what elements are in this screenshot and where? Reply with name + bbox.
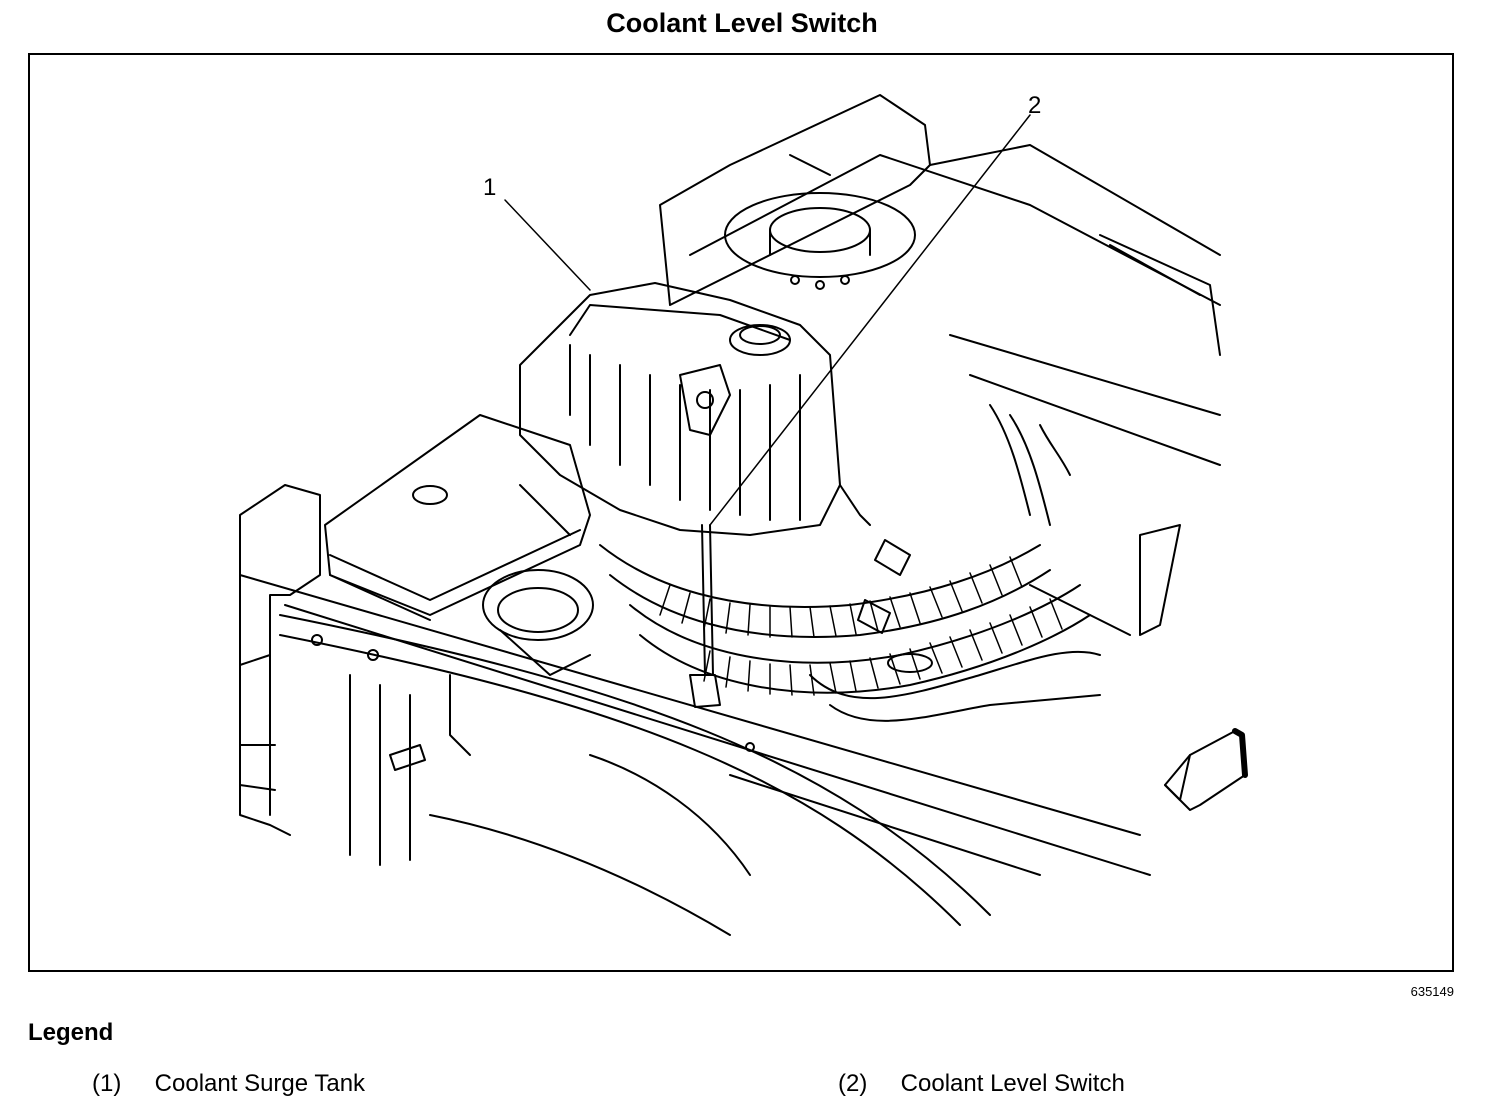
hose-clamps <box>857 539 911 634</box>
round-duct <box>724 192 916 290</box>
legend-item: (1) Coolant Surge Tank <box>92 1070 365 1098</box>
air-intake-opening <box>482 569 594 676</box>
coolant-hoses <box>599 404 1091 694</box>
legend-item-label: Coolant Surge Tank <box>154 1070 366 1097</box>
legend-item-number: (1) <box>92 1070 122 1097</box>
callout-1: 1 <box>483 174 496 201</box>
fuse-box <box>324 414 591 621</box>
forward-direction-arrow-icon <box>1164 728 1248 811</box>
figure-id: 635149 <box>1410 984 1454 999</box>
callout-leaders <box>504 114 1031 526</box>
legend-heading: Legend <box>28 1019 114 1046</box>
coolant-surge-tank <box>519 282 871 536</box>
legend-item-label: Coolant Level Switch <box>900 1070 1125 1097</box>
radiator-support <box>239 484 1151 926</box>
coolant-level-switch-connector <box>689 524 721 708</box>
illustration-frame: 1 2 <box>28 53 1454 972</box>
diagram-title: Coolant Level Switch <box>606 8 878 38</box>
callout-2: 2 <box>1028 92 1041 119</box>
hose-ribs <box>659 556 1063 696</box>
engine-compartment-illustration: 1 2 <box>239 92 1248 936</box>
legend-item: (2) Coolant Level Switch <box>838 1070 1125 1098</box>
lower-body-structure <box>429 524 1181 936</box>
upper-body-structure <box>659 94 1221 466</box>
legend-item-number: (2) <box>838 1070 868 1097</box>
